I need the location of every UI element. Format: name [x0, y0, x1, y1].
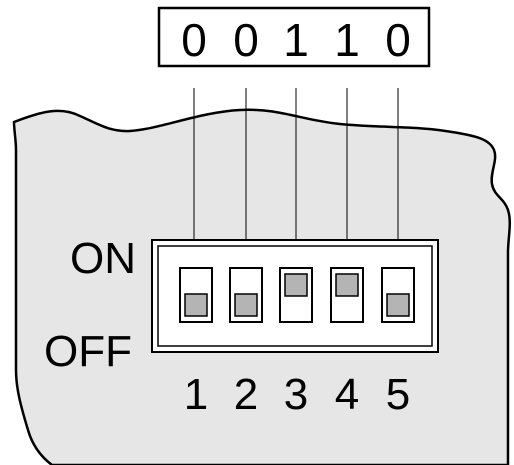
switch-number-3: 3	[284, 370, 308, 419]
code-digit-1: 0	[181, 14, 207, 66]
switch-number-1: 1	[184, 370, 208, 419]
code-digit-3: 1	[283, 14, 309, 66]
code-digit-2: 0	[233, 14, 259, 66]
code-digit-5: 0	[385, 14, 411, 66]
switch-knob-4[interactable]	[335, 273, 359, 297]
code-box	[157, 6, 431, 68]
switch-knob-5[interactable]	[386, 293, 410, 317]
switch-number-4: 4	[335, 370, 359, 419]
switch-number-5: 5	[386, 370, 410, 419]
switch-number-2: 2	[234, 370, 258, 419]
switch-group	[179, 267, 415, 323]
switch-knob-1[interactable]	[184, 293, 208, 317]
code-digit-4: 1	[334, 14, 360, 66]
switch-knob-2[interactable]	[234, 293, 258, 317]
leader-lines	[193, 88, 399, 240]
off-label: OFF	[44, 327, 132, 376]
switch-knob-3[interactable]	[284, 273, 308, 297]
on-label: ON	[70, 234, 136, 283]
